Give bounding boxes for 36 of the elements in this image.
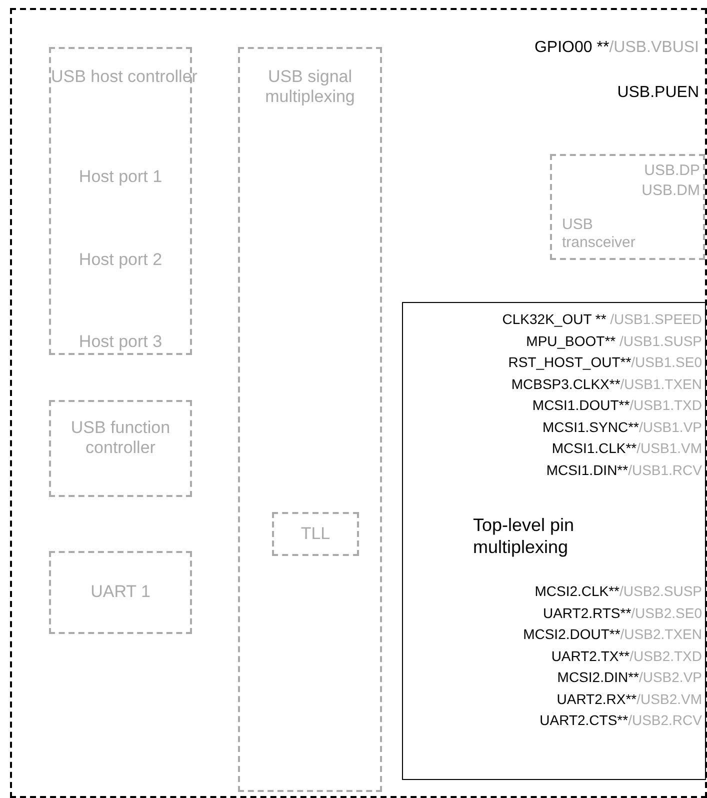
pin-label: MCSI1.DIN**/USB1.RCV [546, 462, 702, 478]
chip-outline [10, 8, 707, 798]
signal-label: USB.DM [642, 182, 700, 200]
pin-label: MPU_BOOT** /USB1.SUSP [526, 332, 702, 350]
signal-label: USB.DP [644, 162, 700, 180]
pin-label: MCSI1.CLK**/USB1.VM [552, 440, 702, 457]
block-heading: USB transceiver [562, 216, 636, 252]
controller-box [49, 400, 192, 497]
signal-label: GPIO00 **/USB.VBUSI [534, 38, 699, 58]
pin-label: MCBSP3.CLKX**/USB1.TXEN [511, 376, 702, 392]
block-heading: Top-level pin multiplexing [473, 515, 576, 558]
pin-label: MCSI1.SYNC**/USB1.VP [542, 418, 702, 436]
block-heading: USB function controller [70, 418, 172, 459]
pin-label: MCSI2.DOUT**/USB2.TXEN [523, 626, 702, 643]
block-heading: TLL [300, 524, 330, 544]
multiplexing-box [238, 47, 382, 792]
block-heading: UART 1 [90, 582, 150, 602]
transceiver-box [550, 154, 705, 260]
port-label: Host port 3 [78, 332, 162, 352]
pin-mux-box [402, 302, 706, 780]
pin-label: UART2.RTS**/USB2.SE0 [542, 604, 702, 622]
uart-box [49, 551, 192, 634]
pin-label: UART2.RX**/USB2.VM [556, 690, 702, 708]
port-label: Host port 2 [78, 250, 162, 270]
pin-label: CLK32K_OUT ** /USB1.SPEED [502, 311, 702, 328]
tll-box [272, 512, 359, 556]
signal-label: USB.PUEN [617, 83, 699, 102]
pin-label: MCSI2.CLK**/USB2.SUSP [534, 583, 702, 600]
pin-label: RST_HOST_OUT**/USB1.SE0 [508, 354, 702, 371]
controller-heading: USB host controller [51, 67, 198, 88]
block-heading: USB signal multiplexing [264, 67, 356, 108]
pin-label: MCSI1.DOUT**/USB1.TXD [532, 397, 702, 414]
pin-label: UART2.CTS**/USB2.RCV [540, 712, 702, 729]
pin-label: UART2.TX**/USB2.TXD [551, 648, 702, 664]
pin-label: MCSI2.DIN**/USB2.VP [557, 669, 702, 686]
port-label: Host port 1 [78, 167, 162, 188]
